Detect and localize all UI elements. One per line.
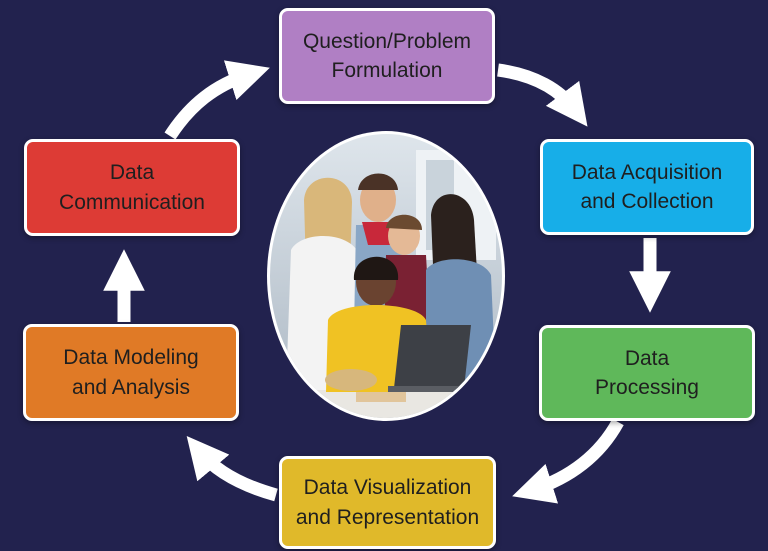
- arrow-processing-to-visualization: [512, 418, 624, 504]
- students-with-laptop-photo: [267, 131, 505, 421]
- arrow-visualization-to-modeling: [186, 436, 278, 502]
- step-data-communication: Data Communication: [24, 139, 240, 236]
- step-question-formulation: Question/Problem Formulation: [279, 8, 495, 104]
- step-data-acquisition: Data Acquisition and Collection: [540, 139, 754, 235]
- step-data-modeling: Data Modeling and Analysis: [23, 324, 239, 421]
- step-data-visualization: Data Visualization and Representation: [279, 456, 496, 549]
- step-data-processing: Data Processing: [539, 325, 755, 421]
- arrow-communication-to-question: [164, 60, 270, 140]
- arrow-question-to-acquisition: [497, 63, 588, 127]
